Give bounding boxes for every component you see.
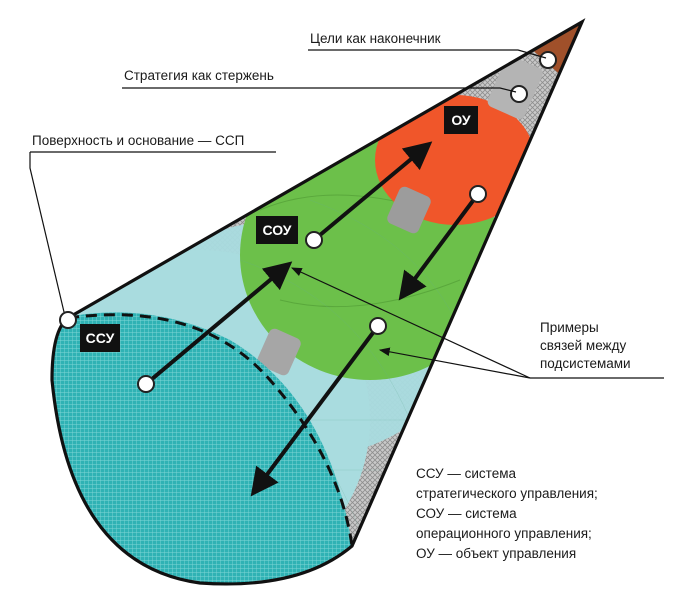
base-dashed-arc [67, 313, 354, 547]
node-dot-icon [369, 317, 387, 335]
node-dot-icon [305, 231, 323, 249]
tag-ssu-text: ССУ [86, 330, 115, 346]
node-dot-icon [539, 51, 557, 69]
node-dot-icon [510, 85, 528, 103]
arrow-icon [144, 261, 293, 386]
relation-arrows [144, 141, 480, 497]
legend-line-1: ССУ — система [416, 466, 516, 481]
callout-lines [29, 49, 664, 379]
node-dot-icon [469, 185, 487, 203]
base-ellipse [52, 312, 352, 584]
label-examples-1: Примеры [540, 320, 599, 335]
tag-sou: СОУ [256, 216, 298, 244]
legend: ССУ — система стратегического управления… [416, 466, 598, 561]
tag-ssu: ССУ [80, 324, 120, 352]
legend-line-4: операционного управления; [416, 526, 592, 541]
cone-outline [50, 18, 586, 586]
tag-ou-text: ОУ [451, 112, 471, 128]
node-dot-icon [137, 375, 155, 393]
label-strategy: Стратегия как стержень [124, 68, 274, 83]
tag-sou-text: СОУ [262, 222, 291, 238]
label-examples-3: подсистемами [540, 356, 631, 371]
label-goals: Цели как наконечник [310, 31, 441, 46]
label-surface: Поверхность и основание — ССП [32, 133, 244, 148]
node-dot-icon [59, 311, 77, 329]
arrow-icon [312, 141, 433, 242]
legend-line-5: ОУ — объект управления [416, 546, 576, 561]
label-examples-2: связей между [540, 338, 626, 353]
legend-line-2: стратегического управления; [416, 486, 598, 501]
arrow-icon [250, 324, 380, 497]
arrow-icon [398, 192, 480, 301]
legend-line-3: СОУ — система [416, 506, 517, 521]
tag-ou: ОУ [444, 106, 478, 134]
